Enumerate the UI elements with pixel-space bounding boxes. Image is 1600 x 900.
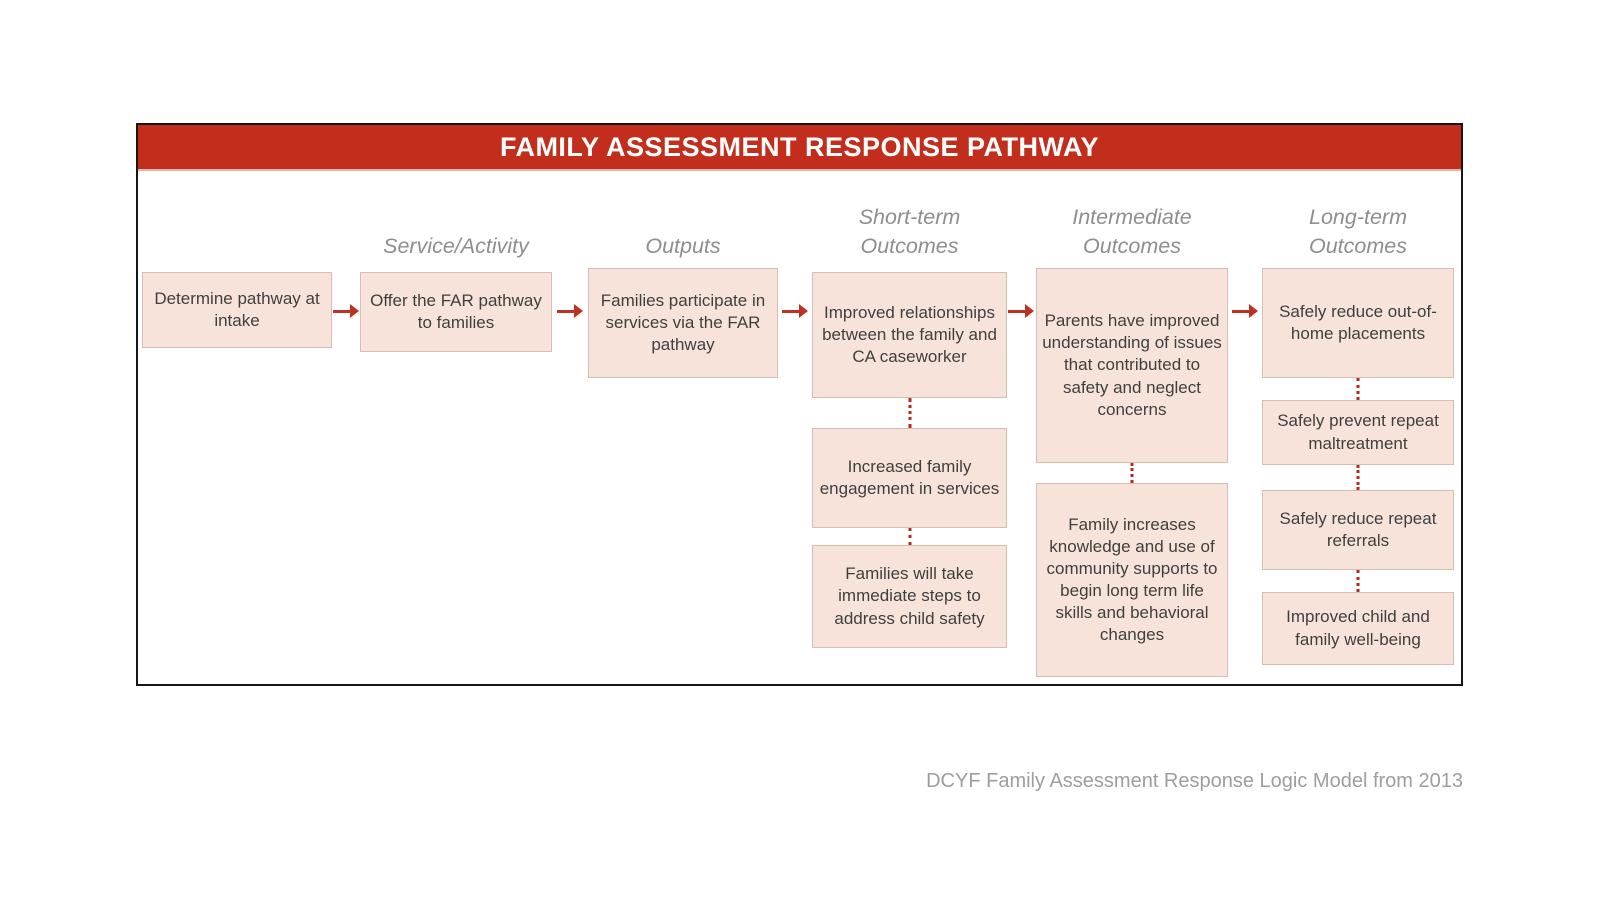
column-long-term-outcomes: Long-term Outcomes Safely reduce out-of-…	[1262, 125, 1454, 684]
dotted-connector-icon	[1356, 378, 1360, 400]
arrow-head	[799, 304, 808, 318]
diagram-title-bar: FAMILY ASSESSMENT RESPONSE PATHWAY	[138, 125, 1461, 171]
column-short-term-outcomes: Short-term Outcomes Improved relationshi…	[812, 125, 1007, 684]
node-parents-understanding: Parents have improved understanding of i…	[1036, 268, 1228, 463]
node-reduce-referrals: Safely reduce repeat referrals	[1262, 490, 1454, 570]
arrow-shaft	[782, 309, 800, 313]
arrow-right-icon	[333, 303, 359, 319]
column-header-long-term: Long-term Outcomes	[1309, 204, 1407, 258]
arrow-head	[350, 304, 359, 318]
arrow-head	[1025, 304, 1034, 318]
arrow-shaft	[333, 309, 351, 313]
dotted-connector-icon	[908, 398, 911, 428]
column-header-intake	[142, 195, 332, 261]
dotted-connector-icon	[1356, 465, 1360, 490]
node-prevent-maltreatment: Safely prevent repeat maltreatment	[1262, 400, 1454, 465]
arrow-right-icon	[1008, 303, 1034, 319]
arrow-shaft	[1232, 309, 1250, 313]
column-intake: Determine pathway at intake	[142, 125, 332, 684]
column-intermediate-outcomes: Intermediate Outcomes Parents have impro…	[1036, 125, 1228, 684]
node-immediate-steps: Families will take immediate steps to ad…	[812, 545, 1007, 648]
column-outputs: Outputs Families participate in services…	[588, 125, 778, 684]
column-header-short-term: Short-term Outcomes	[858, 204, 961, 258]
node-family-knowledge: Family increases knowledge and use of co…	[1036, 483, 1228, 677]
arrow-right-icon	[1232, 303, 1258, 319]
column-header-service-activity: Service/Activity	[383, 233, 529, 258]
arrow-shaft	[1008, 309, 1026, 313]
arrow-right-icon	[557, 303, 583, 319]
arrow-head	[1249, 304, 1258, 318]
node-increased-engagement: Increased family engagement in services	[812, 428, 1007, 528]
dotted-connector-icon	[1130, 463, 1134, 483]
node-families-participate: Families participate in services via the…	[588, 268, 778, 378]
node-reduce-placements: Safely reduce out-of-home placements	[1262, 268, 1454, 378]
node-improved-relationships: Improved relationships between the famil…	[812, 272, 1007, 398]
column-header-intermediate: Intermediate Outcomes	[1072, 204, 1192, 258]
node-improved-wellbeing: Improved child and family well-being	[1262, 592, 1454, 665]
column-header-outputs: Outputs	[645, 233, 721, 258]
node-offer-far-pathway: Offer the FAR pathway to families	[360, 272, 552, 352]
column-service-activity: Service/Activity Offer the FAR pathway t…	[360, 125, 552, 684]
arrow-right-icon	[782, 303, 808, 319]
source-caption: DCYF Family Assessment Response Logic Mo…	[926, 770, 1463, 792]
dotted-connector-icon	[1356, 570, 1360, 592]
dotted-connector-icon	[908, 528, 911, 545]
logic-model-diagram: FAMILY ASSESSMENT RESPONSE PATHWAY Deter…	[136, 123, 1463, 686]
arrow-head	[574, 304, 583, 318]
diagram-title: FAMILY ASSESSMENT RESPONSE PATHWAY	[499, 131, 1100, 162]
arrow-shaft	[557, 309, 575, 313]
node-determine-pathway: Determine pathway at intake	[142, 272, 332, 348]
